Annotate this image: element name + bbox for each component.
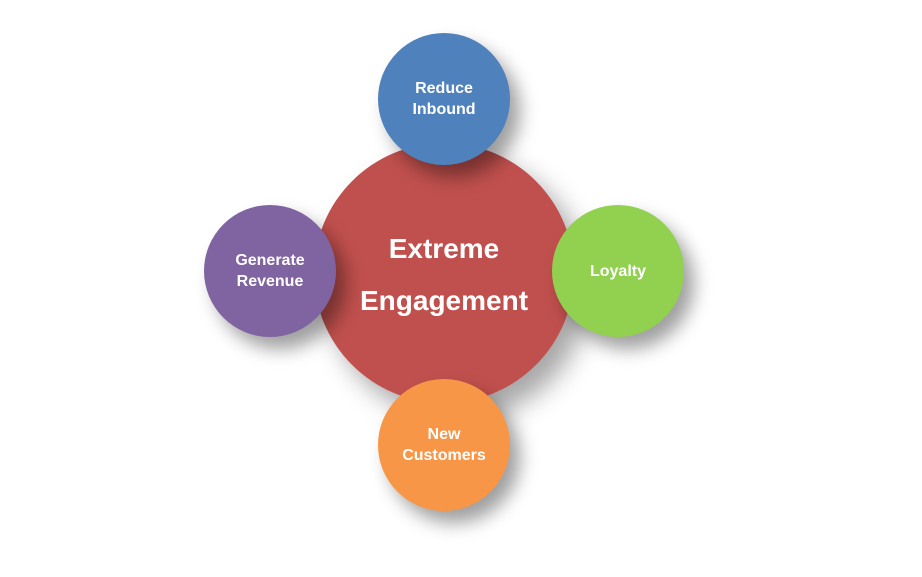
center-circle-extreme-engagement: Extreme Engagement [314, 143, 574, 403]
node-label-loyalty: Loyalty [589, 262, 646, 280]
node-circle-reduce-inbound: Reduce Inbound [378, 33, 510, 165]
node-circle-generate-revenue: Generate Revenue [204, 205, 336, 337]
node-circle-loyalty: Loyalty [552, 205, 684, 337]
node-label-generate-revenue: Generate Revenue [235, 252, 305, 290]
node-circle-new-customers: New Customers [378, 379, 510, 511]
node-label-reduce-inbound: Reduce Inbound [412, 80, 476, 118]
node-label-new-customers: New Customers [402, 426, 486, 464]
center-circle-label: Extreme Engagement [359, 233, 529, 316]
